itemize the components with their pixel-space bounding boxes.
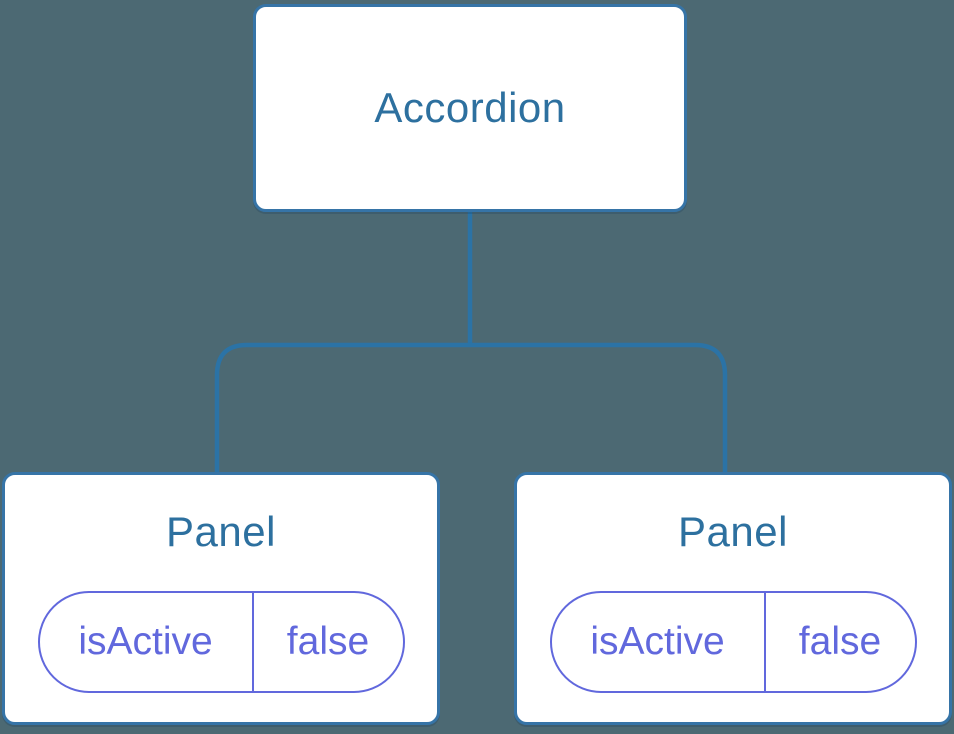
accordion-node: Accordion xyxy=(253,4,687,212)
panel-node-right: Panel isActive false xyxy=(514,472,952,725)
panel-node-label: Panel xyxy=(678,508,788,555)
panel-node-left: Panel isActive false xyxy=(2,472,440,725)
state-value-label: false xyxy=(286,620,370,663)
state-pill: isActive false xyxy=(37,591,405,693)
state-value-label: false xyxy=(798,620,882,663)
panel-node-label: Panel xyxy=(166,508,276,555)
accordion-node-label: Accordion xyxy=(374,84,566,131)
state-key-label: isActive xyxy=(552,593,766,691)
state-pill: isActive false xyxy=(549,591,917,693)
state-key-label: isActive xyxy=(40,593,254,691)
connector-branch xyxy=(214,342,728,472)
